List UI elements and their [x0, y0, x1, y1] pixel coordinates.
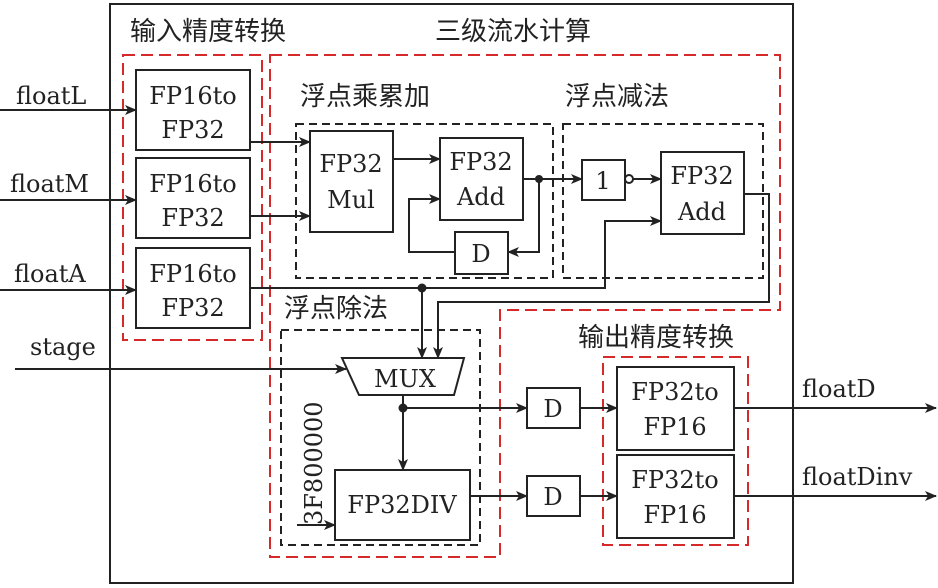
svg-text:1: 1: [595, 167, 610, 195]
delay-block-out2: D: [526, 475, 581, 517]
delay-block-out1: D: [526, 387, 581, 429]
svg-text:FP32DIV: FP32DIV: [347, 491, 457, 519]
svg-text:MUX: MUX: [374, 365, 436, 393]
wire: [408, 194, 455, 253]
svg-text:FP32to: FP32to: [631, 466, 718, 494]
svg-text:FP32: FP32: [161, 294, 224, 322]
fp32-add-block-sub: FP32 Add: [660, 151, 745, 235]
svg-text:FP32: FP32: [161, 116, 224, 144]
fp32-mul-block: FP32 Mul: [309, 130, 394, 233]
svg-text:D: D: [543, 483, 562, 511]
svg-text:FP16to: FP16to: [149, 170, 236, 198]
wire: [250, 216, 662, 289]
wire: [433, 193, 770, 359]
input-floatM-label: floatM: [10, 170, 89, 198]
svg-text:FP32: FP32: [161, 204, 224, 232]
svg-text:FP32to: FP32to: [631, 378, 718, 406]
fp32-add-block-mac: FP32 Add: [439, 137, 524, 221]
input-floatA-label: floatA: [14, 260, 86, 288]
svg-text:FP16: FP16: [643, 413, 706, 441]
input-conversion-region: [122, 54, 263, 341]
svg-text:Mul: Mul: [327, 186, 375, 214]
mac-region: [295, 123, 554, 279]
output-floatDinv-label: floatDinv: [802, 463, 913, 491]
output-floatD-label: floatD: [802, 375, 876, 403]
output-conversion-label: 输出精度转换: [578, 323, 734, 353]
fp16-to-fp32-block-M: FP16to FP32: [135, 157, 251, 239]
input-floatL-label: floatL: [16, 82, 86, 110]
pipeline-label: 三级流水计算: [435, 17, 591, 47]
delay-block-mac: D: [454, 231, 509, 275]
wire: [507, 179, 540, 257]
svg-text:FP16to: FP16to: [149, 82, 236, 110]
subtract-region: [562, 123, 764, 279]
svg-text:Add: Add: [456, 183, 505, 211]
svg-text:D: D: [471, 240, 490, 268]
input-stage-label: stage: [30, 333, 96, 361]
fp32-to-fp16-block-D: FP32to FP16: [616, 366, 735, 451]
mac-label: 浮点乘累加: [300, 82, 430, 112]
outer-frame: [109, 3, 794, 584]
mux-block: MUX: [340, 357, 466, 396]
svg-text:FP16: FP16: [643, 501, 706, 529]
inverter-bubble: [624, 174, 634, 184]
one-block: 1: [581, 159, 626, 201]
constant-label: 3F800000: [300, 401, 328, 525]
svg-text:FP32: FP32: [449, 148, 512, 176]
fp16-to-fp32-block-A: FP16to FP32: [135, 247, 251, 329]
svg-text:FP32: FP32: [670, 162, 733, 190]
subtract-label: 浮点减法: [565, 82, 669, 112]
input-conversion-label: 输入精度转换: [130, 17, 286, 47]
divide-region: [280, 329, 481, 546]
fp32-div-block: FP32DIV: [334, 469, 471, 541]
svg-text:FP32: FP32: [319, 150, 382, 178]
svg-text:D: D: [543, 395, 562, 423]
output-conversion-region: [602, 356, 749, 546]
svg-text:Add: Add: [677, 198, 726, 226]
pipeline-region: [269, 54, 781, 558]
fp32-to-fp16-block-Dinv: FP32to FP16: [616, 454, 735, 539]
fp16-to-fp32-block-L: FP16to FP32: [135, 69, 251, 151]
divide-label: 浮点除法: [284, 294, 388, 324]
svg-text:FP16to: FP16to: [149, 260, 236, 288]
